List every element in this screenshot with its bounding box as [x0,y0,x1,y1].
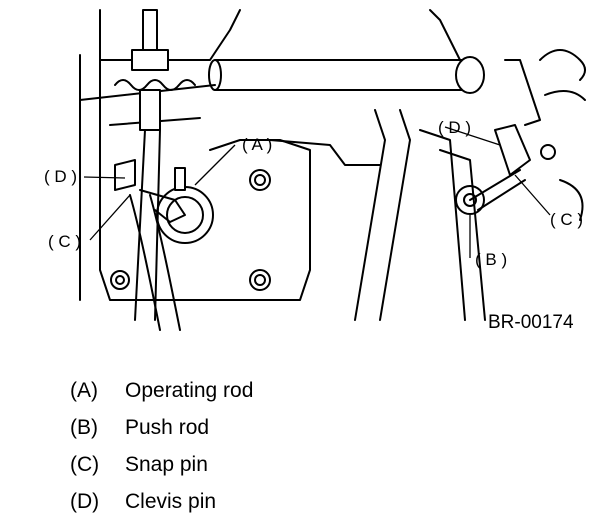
legend-key: (A) [70,378,98,402]
hose [129,194,161,331]
clevis-right [494,124,531,176]
operating-rod [134,129,161,321]
return-spring [114,79,196,91]
brake-pedal-diagram: ( A ) ( D ) ( C ) ( D ) ( C ) ( B ) BR-0… [44,9,586,333]
legend-item: (D) Clevis pin [70,483,470,520]
legend-key: (C) [70,452,100,476]
legend-label: Snap pin [125,452,208,476]
legend-item: (A) Operating rod [70,372,470,409]
legend-label: Push rod [125,415,210,439]
pivot-shaft [214,59,471,91]
legend-item: (B) Push rod [70,409,470,446]
callout-c-left: ( C ) [48,232,81,251]
pedal-arm [354,109,386,321]
reference-code: BR-00174 [488,312,574,333]
callout-d-left: ( D ) [44,167,77,186]
callout-b: ( B ) [475,250,507,269]
legend-item: (C) Snap pin [70,446,470,483]
bolt [249,169,271,191]
bolt [249,269,271,291]
callout-c-right: ( C ) [550,210,583,229]
pushrod-joint [455,185,485,215]
legend-key: (D) [70,489,100,513]
callout-d-right: ( D ) [438,118,471,137]
legend: (A) Operating rod (B) Push rod (C) Snap … [70,372,470,520]
pedal-bracket [99,9,311,301]
callout-a: ( A ) [242,135,272,154]
legend-label: Clevis pin [125,489,217,513]
bolt [110,270,130,290]
legend-key: (B) [70,415,98,439]
rod-top-nut [131,49,169,71]
clevis-left [114,159,136,191]
legend-label: Operating rod [125,378,254,402]
